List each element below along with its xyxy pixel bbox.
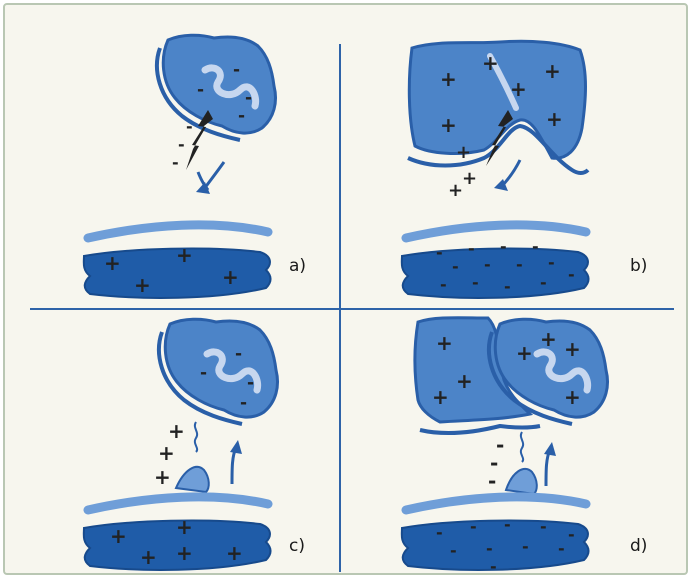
charge-sign: - <box>436 523 443 542</box>
panel-label-c: c) <box>289 536 305 556</box>
charge-sign: + <box>110 524 127 548</box>
charge-sign: + <box>540 327 557 351</box>
charge-sign: + <box>154 465 171 489</box>
charge-sign: - <box>245 88 252 108</box>
charge-sign: - <box>540 517 547 536</box>
charge-sign: + <box>432 385 449 409</box>
charge-sign: + <box>168 419 185 443</box>
charge-sign: + <box>134 273 151 297</box>
charge-sign: + <box>176 243 193 267</box>
charge-sign: + <box>440 113 457 137</box>
charge-sign: - <box>178 135 185 154</box>
charge-sign: - <box>486 539 493 558</box>
charge-sign: - <box>452 257 459 276</box>
charge-sign: + <box>226 541 243 565</box>
charge-sign: + <box>104 251 121 275</box>
charge-sign: - <box>500 237 507 256</box>
charge-sign: - <box>235 344 242 364</box>
charge-sign: + <box>448 180 463 201</box>
charge-sign: + <box>510 77 527 101</box>
charge-sign: + <box>456 369 473 393</box>
charge-sign: - <box>558 539 565 558</box>
charge-sign: - <box>436 243 443 262</box>
charge-sign: + <box>544 59 561 83</box>
charge-sign: + <box>564 337 581 361</box>
charge-sign: - <box>548 253 555 272</box>
charge-sign: - <box>484 255 491 274</box>
charge-sign: + <box>158 441 175 465</box>
charge-sign: - <box>504 277 511 296</box>
charge-sign: - <box>532 237 539 256</box>
charge-sign: - <box>490 557 497 576</box>
charge-sign: + <box>456 142 471 163</box>
charge-sign: - <box>472 273 479 292</box>
charge-sign: + <box>516 341 533 365</box>
charge-sign: + <box>222 265 239 289</box>
charge-sign: + <box>436 331 453 355</box>
charge-sign: - <box>240 393 247 413</box>
charge-sign: - <box>568 525 575 544</box>
charge-sign: + <box>140 545 157 569</box>
charge-sign: + <box>564 385 581 409</box>
charge-sign: + <box>176 515 193 539</box>
charge-sign: + <box>546 107 563 131</box>
charge-sign: + <box>440 67 457 91</box>
charge-sign: - <box>233 60 240 80</box>
charge-sign: - <box>440 275 447 294</box>
charge-sign: - <box>470 517 477 536</box>
charge-sign: - <box>504 515 511 534</box>
charge-sign: + <box>462 168 477 189</box>
charge-sign: - <box>540 273 547 292</box>
charge-sign: - <box>488 469 496 493</box>
panel-label-b: b) <box>630 256 647 276</box>
panel-label-d: d) <box>630 536 647 556</box>
panel-label-a: a) <box>289 256 306 276</box>
charge-sign: - <box>450 541 457 560</box>
charge-sign: - <box>522 537 529 556</box>
charge-sign: - <box>200 363 207 383</box>
charge-sign: - <box>247 373 254 393</box>
charge-sign: - <box>172 153 179 172</box>
charge-sign: - <box>238 106 245 126</box>
charge-sign: - <box>568 265 575 284</box>
charge-sign: + <box>176 541 193 565</box>
charge-sign: - <box>468 239 475 258</box>
charge-sign: - <box>516 255 523 274</box>
charge-sign: - <box>186 117 193 136</box>
charge-sign: + <box>482 51 499 75</box>
charge-sign: - <box>197 80 204 100</box>
